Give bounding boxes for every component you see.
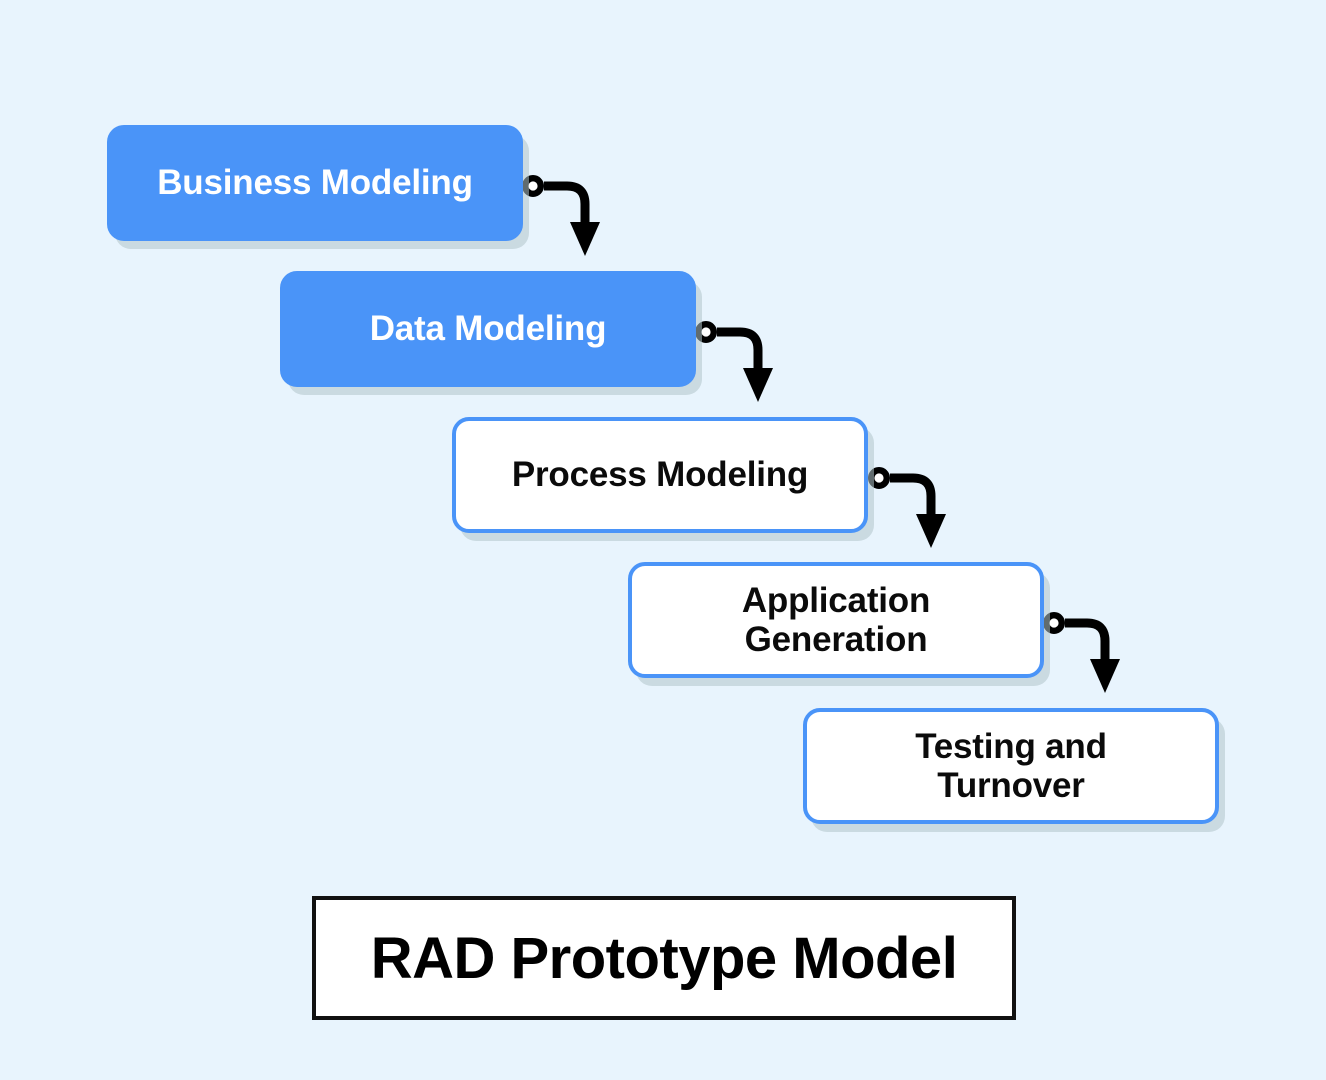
stage-label-testing-and-turnover: Testing and Turnover	[915, 726, 1107, 805]
stage-box-process-modeling[interactable]: Process Modeling	[452, 417, 868, 533]
connector-line	[890, 473, 936, 516]
stage-label-business-modeling: Business Modeling	[157, 163, 473, 203]
connector-origin-dot	[695, 321, 718, 344]
stage-label-application-generation: Application Generation	[741, 580, 931, 659]
connector-line	[717, 327, 763, 370]
connector-data-to-process	[695, 321, 773, 402]
connector-process-to-application	[868, 467, 946, 548]
stage-box-testing-and-turnover[interactable]: Testing and Turnover	[803, 708, 1219, 824]
connector-origin-dot	[868, 467, 891, 490]
stage-label-process-modeling: Process Modeling	[511, 455, 809, 495]
connector-origin-dot	[522, 174, 545, 197]
connector-application-to-testing	[1042, 612, 1120, 693]
connector-line	[544, 181, 590, 224]
connector-arrowhead	[916, 514, 946, 548]
stage-box-application-generation[interactable]: Application Generation	[628, 562, 1044, 678]
stage-box-data-modeling[interactable]: Data Modeling	[280, 271, 696, 387]
connector-line	[1065, 618, 1110, 661]
connector-arrowhead	[1090, 659, 1120, 693]
stage-box-business-modeling[interactable]: Business Modeling	[107, 125, 523, 241]
connector-business-to-data	[522, 174, 600, 256]
connector-arrowhead	[570, 222, 600, 256]
diagram-title-plate: RAD Prototype Model	[312, 896, 1016, 1020]
connector-origin-dot	[1042, 612, 1065, 635]
connector-arrowhead	[743, 368, 773, 402]
diagram-title-text: RAD Prototype Model	[370, 925, 958, 991]
stage-label-data-modeling: Data Modeling	[369, 309, 607, 349]
